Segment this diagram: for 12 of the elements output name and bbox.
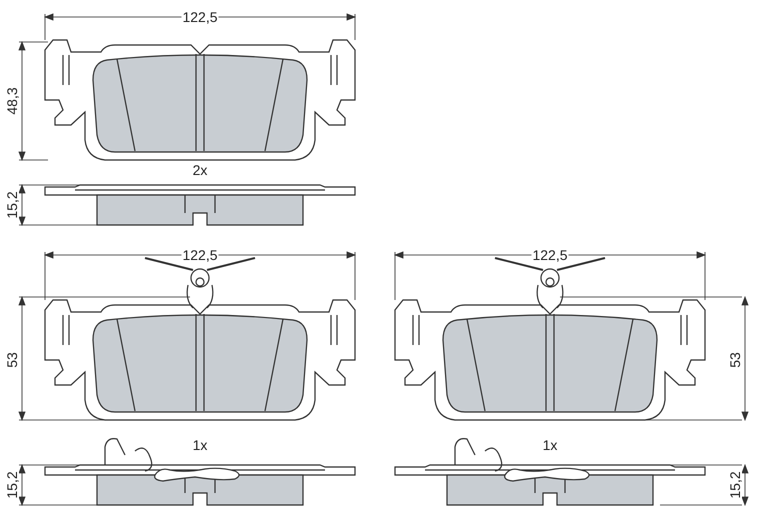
dimension-label: 1x (192, 438, 208, 452)
dimension-label: 53 (5, 351, 19, 369)
dimension-label: 2x (192, 163, 208, 177)
dimension-label: 15,2 (5, 470, 19, 500)
dimension-label: 122,5 (181, 10, 219, 24)
dimension-label: 15,2 (5, 190, 19, 220)
dimension-label: 53 (728, 351, 742, 369)
dimension-label: 15,2 (728, 470, 742, 500)
dimension-label: 1x (542, 438, 558, 452)
dimension-label: 48,3 (5, 86, 19, 116)
dimension-label: 122,5 (181, 248, 219, 262)
dimension-label: 122,5 (531, 248, 569, 262)
